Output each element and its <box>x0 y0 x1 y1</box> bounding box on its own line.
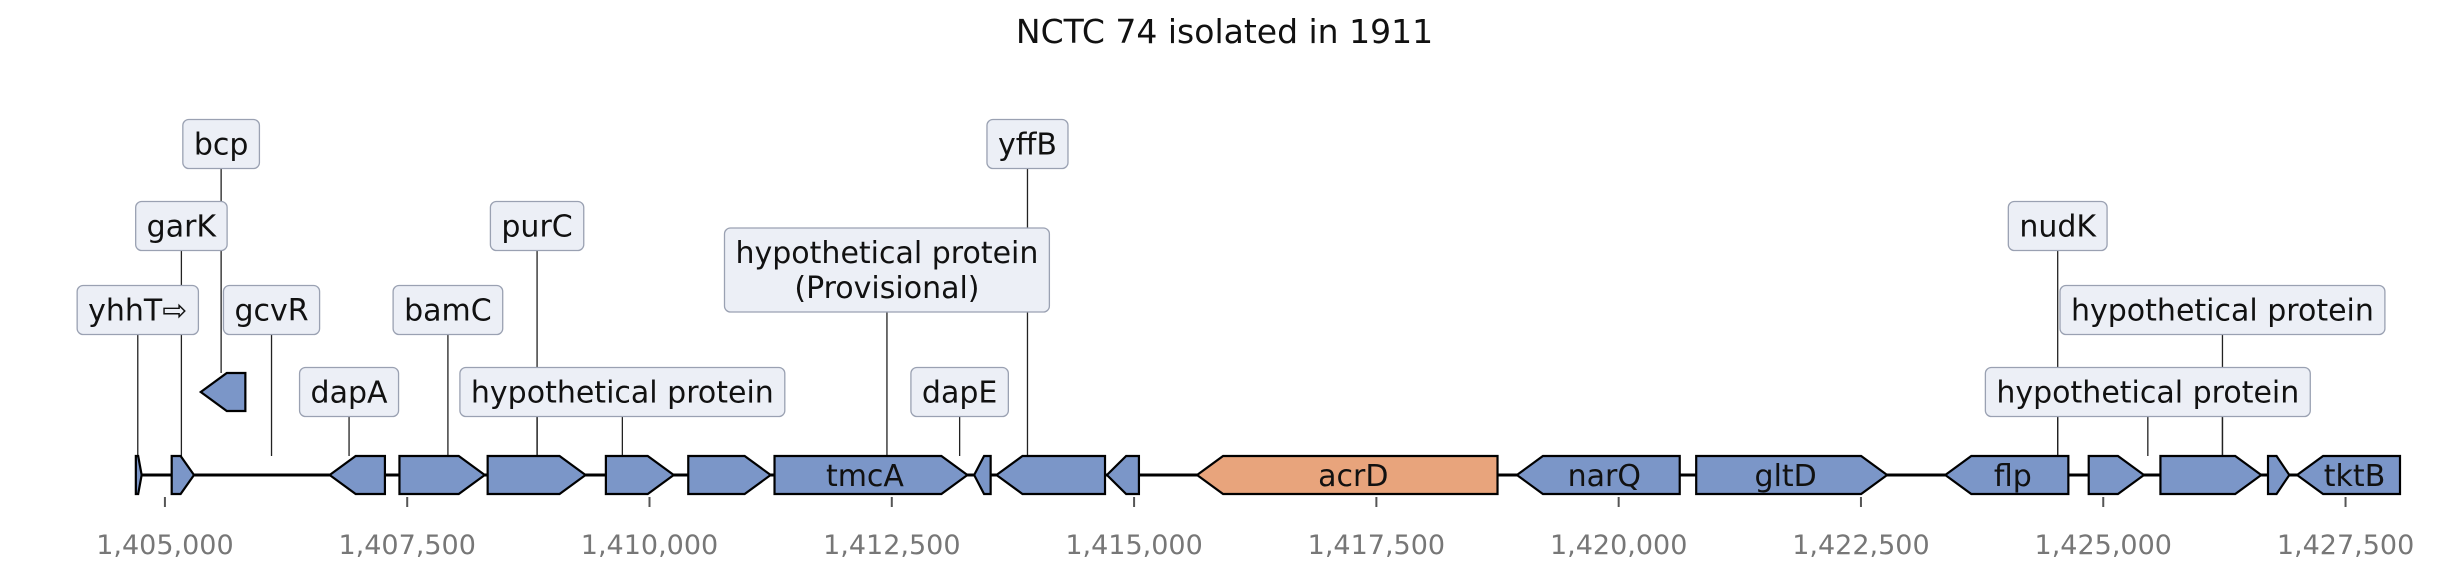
gene-tktB <box>2295 454 2402 496</box>
gene-name-gltD: gltD <box>1755 459 1817 494</box>
gene-label: dapE <box>922 376 997 411</box>
axis-tick-label: 1,422,500 <box>1792 530 1929 561</box>
label-box <box>392 284 504 336</box>
label-box <box>182 118 261 170</box>
axis-tick-label: 1,417,500 <box>1308 530 1445 561</box>
gene-gltD <box>1695 454 1889 496</box>
gene-feature <box>2087 454 2146 496</box>
label-box <box>910 366 1010 418</box>
axis-tick-label: 1,427,500 <box>2277 530 2414 561</box>
label-box <box>222 284 321 336</box>
gene-flp <box>1943 454 2070 496</box>
gene-label: purC <box>501 210 572 245</box>
gene-feature <box>327 454 387 496</box>
label-box <box>489 200 585 252</box>
label-box <box>298 366 400 418</box>
gene-label: yhhT⇨ <box>88 294 187 329</box>
axis-tick-label: 1,410,000 <box>581 530 718 561</box>
gene-feature <box>604 454 676 496</box>
gene-feature <box>134 454 143 496</box>
gene-feature <box>687 454 773 496</box>
gene-feature-floating <box>198 371 247 413</box>
axis-tick-label: 1,415,000 <box>1065 530 1202 561</box>
gene-labels: yhhT⇨ garK bcp gcvR dapA bamC purC hypothetical… <box>76 118 2386 418</box>
gene-label: hypothetical protein(Provisional) <box>736 236 1039 306</box>
label-box <box>2007 200 2108 252</box>
gene-narQ <box>1515 454 1681 496</box>
axis-tick-label: 1,420,000 <box>1550 530 1687 561</box>
gene-label: gcvR <box>234 294 308 329</box>
gene-feature <box>170 454 196 496</box>
gene-label: yffB <box>998 128 1057 163</box>
axis-tick-label: 1,407,500 <box>338 530 475 561</box>
label-box <box>459 366 786 418</box>
gene-name-acrD: acrD <box>1318 459 1388 494</box>
gene-feature <box>994 454 1107 496</box>
gene-features: tmcA acrD narQ gltD flp tktB <box>134 371 2402 496</box>
gene-label: nudK <box>2019 210 2097 245</box>
gene-label: dapA <box>311 376 388 411</box>
label-box <box>76 284 200 336</box>
diagram-title: NCTC 74 isolated in 1911 <box>1015 12 1434 51</box>
position-axis: 1,405,000 1,407,500 1,410,000 1,412,500 1,41… <box>96 497 2414 561</box>
gene-label: garK <box>147 210 218 245</box>
gene-label: hypothetical protein <box>2071 294 2374 329</box>
gene-label: hypothetical protein <box>1996 376 2299 411</box>
gene-name-tmcA: tmcA <box>826 459 904 494</box>
gene-tmcA <box>773 454 970 496</box>
gene-feature <box>2159 454 2264 496</box>
gene-feature <box>972 454 992 496</box>
label-box <box>1984 366 2311 418</box>
axis-tick-label: 1,405,000 <box>96 530 233 561</box>
axis-tick-label: 1,425,000 <box>2035 530 2172 561</box>
gene-acrD <box>1195 454 1499 496</box>
gene-feature <box>398 454 487 496</box>
label-box <box>135 200 228 252</box>
gene-feature <box>2266 454 2291 496</box>
gene-name-narQ: narQ <box>1568 459 1641 494</box>
label-box <box>2059 284 2386 336</box>
gene-label: bamC <box>404 294 492 329</box>
axis-tick-label: 1,412,500 <box>823 530 960 561</box>
label-box <box>986 118 1069 170</box>
gene-name-flp: flp <box>1994 459 2032 494</box>
gene-label: hypothetical protein <box>471 376 774 411</box>
gene-feature <box>486 454 588 496</box>
gene-feature <box>1105 454 1141 496</box>
gene-label: bcp <box>194 128 249 163</box>
gene-name-tktB: tktB <box>2324 459 2385 494</box>
label-box <box>723 227 1051 313</box>
